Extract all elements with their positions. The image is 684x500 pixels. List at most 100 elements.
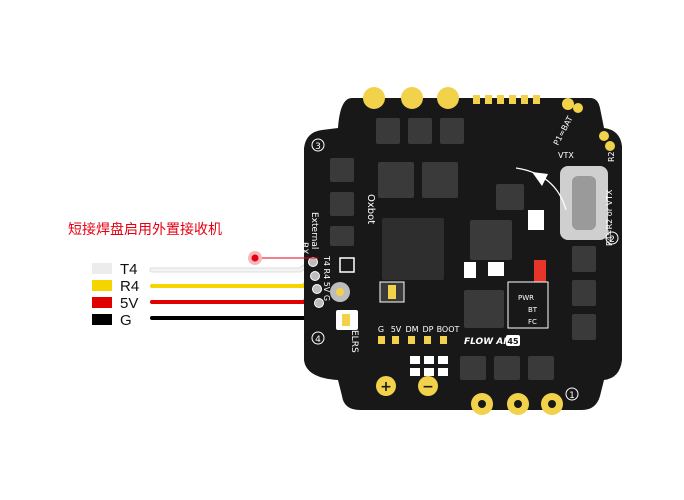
usb-pad-dp xyxy=(424,336,431,344)
grid-pad-6 xyxy=(438,368,448,376)
silk-pad-dp: DP xyxy=(423,325,434,334)
mcu-chip xyxy=(382,218,444,280)
silk-pad-g: G xyxy=(378,325,384,334)
motor-number-1: 1 xyxy=(569,391,575,401)
silk-pin-row: T4 R4 5V G xyxy=(322,255,331,301)
silk-badge-box xyxy=(506,335,520,346)
silk-led-pwr: PWR xyxy=(518,294,534,302)
motor-number-4: 4 xyxy=(315,335,321,345)
wire-r4 xyxy=(150,274,316,288)
mosfet-top-2 xyxy=(408,118,432,144)
usb-pad-g xyxy=(378,336,385,344)
pad-top-1 xyxy=(363,87,385,109)
usb-c-port xyxy=(560,166,608,240)
mosfet-bottom-2 xyxy=(494,356,520,380)
chip-small-5 xyxy=(496,184,524,210)
motor-number-3: 3 xyxy=(315,142,321,152)
pad-bottom-plus xyxy=(376,376,396,396)
callout: 短接焊盘启用外置接收机 xyxy=(68,221,318,265)
usb-pad-dm xyxy=(408,336,415,344)
elrs-chip-center xyxy=(342,314,350,326)
pad-grid xyxy=(410,356,448,376)
rx-pin-5v xyxy=(312,284,322,294)
mosfets xyxy=(330,118,596,380)
legend-swatch-t4 xyxy=(92,263,112,274)
wire-t4-core xyxy=(150,260,314,272)
pad-bottom-hole-1 xyxy=(478,400,486,408)
wires xyxy=(149,259,320,320)
motor-marker-2 xyxy=(605,231,619,245)
usb-pad-5v xyxy=(392,336,399,344)
pad-small-4 xyxy=(509,95,516,104)
top-pads xyxy=(363,87,615,151)
wire-legend: T4 R4 5V G xyxy=(92,261,139,329)
pad-small-5 xyxy=(521,95,528,104)
chip-small-4 xyxy=(464,290,504,328)
mosfet-left-2 xyxy=(330,192,354,216)
silk-oxbot: Oxbot xyxy=(365,194,376,224)
silk-r2: R2 xyxy=(607,151,616,162)
usb-c-inner xyxy=(572,176,596,230)
silk-external: External xyxy=(309,212,319,249)
silk-led-bt: BT xyxy=(528,306,538,314)
mosfet-top-1 xyxy=(376,118,400,144)
mosfet-bottom-1 xyxy=(460,356,486,380)
motor-marker-1 xyxy=(565,387,579,401)
legend-label-r4: R4 xyxy=(120,278,139,295)
motor-marker-4 xyxy=(311,331,325,345)
button-pad xyxy=(388,285,396,299)
grid-pad-2 xyxy=(424,356,434,364)
callout-dot xyxy=(251,254,259,262)
silk-rx: RX xyxy=(299,242,309,254)
elrs-pad-square xyxy=(339,257,355,273)
mosfet-left-3 xyxy=(330,226,354,246)
chip-white xyxy=(528,210,544,230)
legend-swatch-5v xyxy=(92,297,112,308)
pad-small-6 xyxy=(533,95,540,104)
silk-arc xyxy=(515,167,567,211)
pad-small-1 xyxy=(473,95,480,104)
mosfet-top-3 xyxy=(440,118,464,144)
grid-pad-5 xyxy=(424,368,434,376)
chip-small-3 xyxy=(470,220,512,260)
led-box xyxy=(507,281,549,329)
rx-pin-t4 xyxy=(308,257,318,267)
legend-swatch-r4 xyxy=(92,280,112,291)
grid-pad-1 xyxy=(410,356,420,364)
silk-board-name: FLOW AIO xyxy=(464,337,515,347)
wire-5v xyxy=(150,287,318,304)
rx-pin-g xyxy=(314,298,324,308)
usb-pad-boot xyxy=(440,336,447,344)
silk-badge: 45 xyxy=(507,337,519,346)
silk-plus: + xyxy=(380,379,392,395)
rx-pin-r4 xyxy=(310,271,320,281)
mosfet-right-3 xyxy=(572,314,596,340)
pad-small-3 xyxy=(497,95,504,104)
led-red xyxy=(534,260,546,282)
motor-marker-3 xyxy=(311,138,325,152)
flight-controller-board: 3 4 2 1 External RX T4 R4 5V G Oxbot ELR… xyxy=(299,87,622,415)
mosfet-right-1 xyxy=(572,246,596,272)
pad-bottom-minus xyxy=(418,376,438,396)
legend-label-g: G xyxy=(120,312,132,329)
pad-bottom-hole-3 xyxy=(548,400,556,408)
silk-led-fc: FC xyxy=(528,318,537,326)
bottom-pad-holes xyxy=(478,400,556,408)
pad-bat-2 xyxy=(573,103,583,113)
motor-markers: 3 4 2 1 xyxy=(311,138,619,401)
mosfet-bottom-3 xyxy=(528,356,554,380)
bind-switch xyxy=(488,262,504,276)
pad-top-3 xyxy=(437,87,459,109)
silk-p4: P4=R2 or VTX xyxy=(605,189,614,246)
pad-small-2 xyxy=(485,95,492,104)
legend-label-t4: T4 xyxy=(120,261,138,278)
pad-vtx-2 xyxy=(605,141,615,151)
motor-number-2: 2 xyxy=(609,235,615,245)
solder-bridge xyxy=(464,262,476,278)
silk-vtx: VTX xyxy=(558,151,574,160)
silk-pad-5v: 5V xyxy=(391,325,402,334)
pad-top-2 xyxy=(401,87,423,109)
pad-bottom-hole-2 xyxy=(514,400,522,408)
silk-pad-boot: BOOT xyxy=(437,325,460,334)
mosfet-right-2 xyxy=(572,280,596,306)
